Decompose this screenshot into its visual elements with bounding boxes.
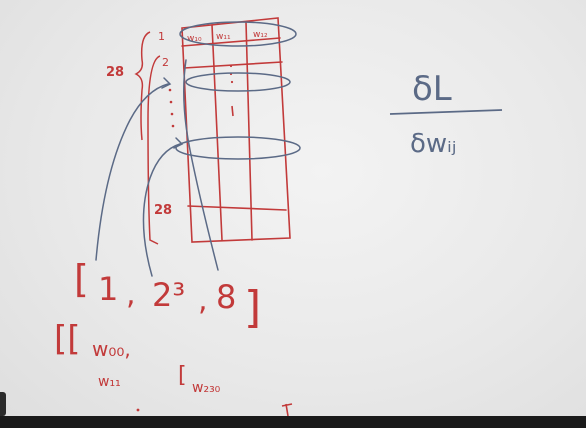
row-highlight-ellipse-1 [185, 72, 291, 92]
list-value-1: 1 [98, 270, 118, 308]
nested-w00: w₀₀, [92, 337, 131, 361]
table-row-rule [183, 61, 283, 69]
header-w12: w₁₂ [253, 30, 268, 40]
list-comma-2: , [198, 283, 208, 318]
table-column-rule-1 [211, 24, 223, 241]
video-bottom-bar [0, 416, 586, 428]
ellipsis-dots [168, 64, 234, 128]
weight-table [181, 17, 291, 243]
nested-dot [136, 408, 140, 412]
player-side-handle[interactable] [0, 392, 6, 416]
list-open-bracket: [ [74, 257, 89, 301]
row-count-bottom: 28 [154, 203, 172, 218]
table-column-rule-2 [245, 21, 253, 241]
derivative-denominator: δwᵢⱼ [410, 129, 456, 159]
header-w10: w₁₀ [187, 34, 202, 44]
list-value-2: 2³ [152, 276, 185, 314]
left-brace-long [147, 55, 161, 245]
nested-open-brackets: [[ [54, 319, 81, 359]
arrow-1-to-row [95, 83, 169, 261]
nested-w230: w₂₃₀ [192, 380, 221, 396]
partial-derivative: δL δwᵢⱼ [389, 69, 503, 159]
row-index-2: 2 [162, 56, 169, 69]
table-header-rule [181, 37, 281, 47]
header-w11: w₁₁ [216, 32, 231, 42]
nested-trailing-mark [281, 403, 293, 417]
table-bottom-rule [187, 205, 287, 211]
row-count-top: 28 [106, 65, 124, 80]
derivative-numerator: δL [412, 69, 452, 109]
index-list: [ 1 , 2³ , 8 ] [74, 257, 261, 333]
list-close-bracket: ] [244, 282, 261, 333]
row-highlight-ellipse-2 [175, 136, 301, 160]
arrow-8-to-header [183, 59, 219, 271]
nested-second-open: [ [178, 363, 187, 388]
header-highlight-ellipse [179, 21, 297, 47]
nested-w11: w₁₁ [98, 374, 121, 390]
arrow-head-2 [173, 137, 184, 149]
list-comma-1: , [126, 277, 136, 312]
arrow-23-to-row [142, 143, 181, 277]
blue-annotations [95, 21, 301, 277]
fraction-bar [389, 109, 503, 115]
row-index-1: 1 [158, 30, 165, 43]
arrow-head-1 [161, 77, 172, 89]
left-brace [134, 31, 151, 141]
list-value-3: 8 [216, 278, 236, 316]
nested-weight-list: [[ w₀₀, w₁₁ [ w₂₃₀ [54, 319, 293, 417]
